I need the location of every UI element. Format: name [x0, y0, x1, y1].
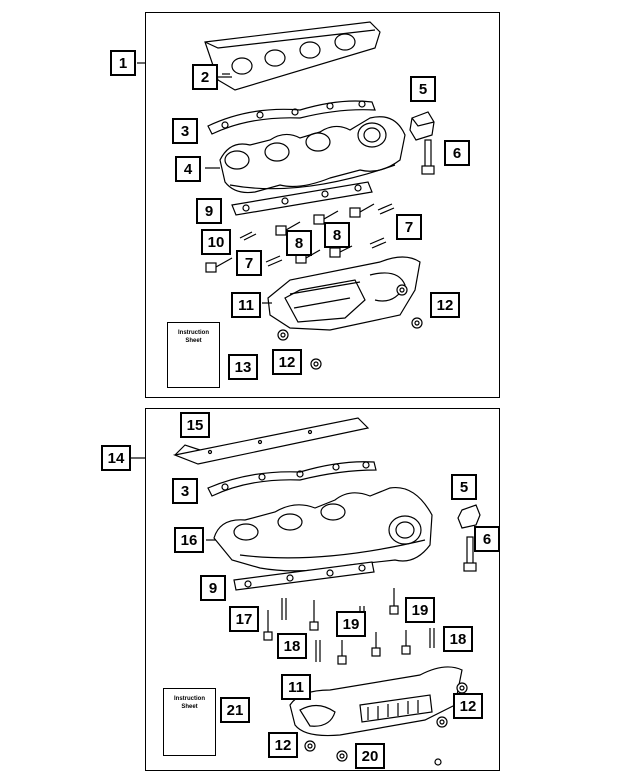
nuts-upper [277, 284, 423, 370]
callout-2: 2 [192, 64, 218, 90]
gasket-lower [207, 461, 377, 497]
spacer-bar-upper [231, 181, 373, 216]
exhaust-manifold-upper [219, 116, 406, 194]
callout-18: 18 [443, 626, 473, 652]
callout-9: 9 [200, 575, 226, 601]
nuts-lower [304, 682, 468, 766]
outer-heat-shield-upper [267, 256, 421, 331]
callout-5: 5 [410, 76, 436, 102]
outer-heat-shield-lower [289, 666, 463, 737]
callout-5: 5 [451, 474, 477, 500]
callout-9: 9 [196, 198, 222, 224]
heat-shield-lower [172, 417, 370, 465]
instruction-sheet-line2: Sheet [181, 704, 198, 710]
callout-15: 15 [180, 412, 210, 438]
callout-8: 8 [324, 222, 350, 248]
callout-12: 12 [272, 349, 302, 375]
part-5-lower [457, 504, 481, 529]
bolt-6-upper [421, 139, 435, 175]
upper-assembly-panel [145, 12, 500, 398]
callout-12: 12 [453, 693, 483, 719]
assembly-callout-1: 1 [110, 50, 136, 76]
instruction-sheet-line1: Instruction [178, 330, 209, 336]
callout-20: 20 [355, 743, 385, 769]
heat-shield-upper [204, 21, 381, 91]
callout-6: 6 [444, 140, 470, 166]
callout-21: 21 [220, 697, 250, 723]
gasket-upper [207, 100, 376, 135]
callout-12: 12 [430, 292, 460, 318]
part-5-upper [409, 111, 435, 141]
bolt-6-lower [463, 536, 477, 572]
spacer-bar-lower [233, 561, 375, 591]
callout-13: 13 [228, 354, 258, 380]
callout-11: 11 [231, 292, 261, 318]
exhaust-manifold-lower [213, 486, 433, 572]
callout-3: 3 [172, 478, 198, 504]
fasteners-upper [205, 203, 395, 273]
callout-19: 19 [336, 611, 366, 637]
callout-11: 11 [281, 674, 311, 700]
callout-18: 18 [277, 633, 307, 659]
callout-7: 7 [396, 214, 422, 240]
callout-8: 8 [286, 230, 312, 256]
callout-17: 17 [229, 606, 259, 632]
instruction-sheet-upper: Instruction Sheet [167, 322, 220, 388]
callout-19: 19 [405, 597, 435, 623]
lower-assembly-panel [145, 408, 500, 771]
callout-6: 6 [474, 526, 500, 552]
callout-10: 10 [201, 229, 231, 255]
instruction-sheet-line1: Instruction [174, 696, 205, 702]
callout-12: 12 [268, 732, 298, 758]
instruction-sheet-line2: Sheet [185, 338, 202, 344]
callout-16: 16 [174, 527, 204, 553]
callout-4: 4 [175, 156, 201, 182]
callout-3: 3 [172, 118, 198, 144]
callout-7: 7 [236, 250, 262, 276]
instruction-sheet-lower: Instruction Sheet [163, 688, 216, 756]
assembly-callout-14: 14 [101, 445, 131, 471]
